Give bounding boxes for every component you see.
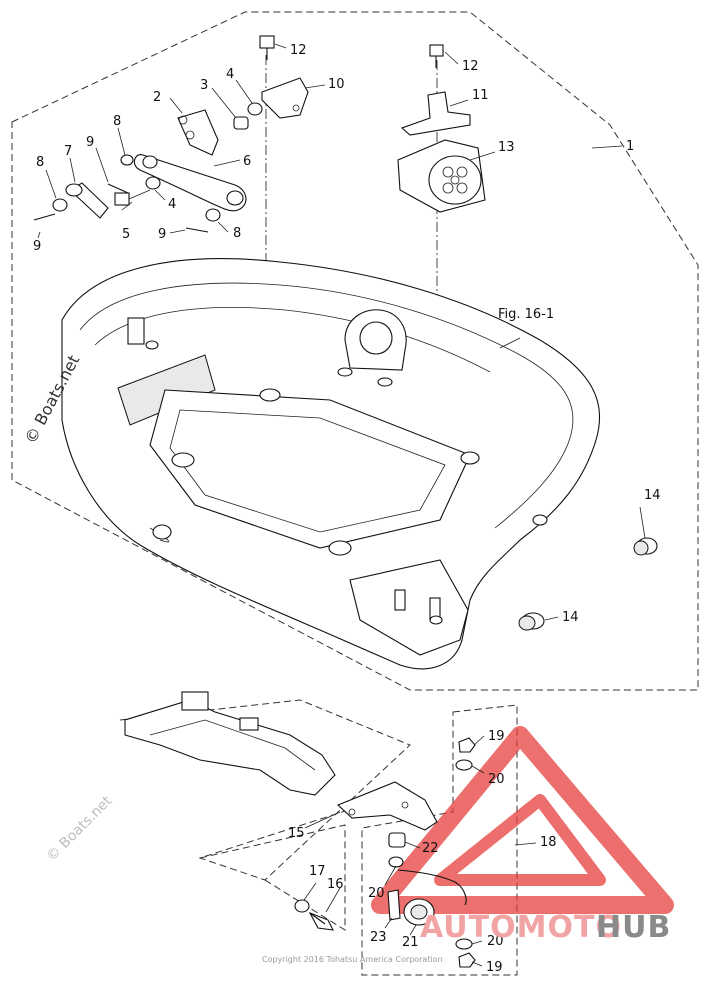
callout-5: 5: [122, 227, 130, 242]
callout-22: 22: [422, 841, 439, 856]
callout-20-upper: 20: [488, 772, 505, 787]
callout-18: 18: [540, 835, 557, 850]
callout-16: 16: [327, 877, 344, 892]
brand-logo-triangle: [371, 726, 674, 914]
brand-text-hub: HUB: [596, 910, 671, 945]
support-frame: [124, 691, 336, 796]
callout-2: 2: [153, 90, 161, 105]
part-13: [397, 139, 486, 213]
link-assembly: [33, 77, 309, 233]
callout-11: 11: [472, 88, 489, 103]
callout-19-upper: 19: [488, 729, 505, 744]
bolt-12-left: [259, 35, 275, 60]
callout-4-mid: 4: [168, 197, 176, 212]
bolt-12-right: [429, 44, 444, 68]
figure-ref-label: Fig. 16-1: [498, 307, 554, 322]
rod-18: [397, 869, 467, 906]
callout-4-top: 4: [226, 67, 234, 82]
washer-20-upper: [455, 759, 473, 771]
callout-14-lower: 14: [562, 610, 579, 625]
callout-7: 7: [64, 144, 72, 159]
bracket-11: [400, 91, 471, 136]
callout-10: 10: [328, 77, 345, 92]
callout-14-upper: 14: [644, 488, 661, 503]
callout-13: 13: [498, 140, 515, 155]
callout-19-lower: 19: [486, 960, 503, 975]
watermark-faint: © Boats.net: [44, 793, 116, 865]
bracket-group-boundary: [119, 699, 411, 881]
assembly-boundary: [11, 11, 699, 691]
callout-15: 15: [288, 826, 305, 841]
callout-12-right: 12: [462, 59, 479, 74]
grommet-14-upper: [633, 537, 658, 556]
callout-8-left: 8: [36, 155, 44, 170]
callout-8-right: 8: [233, 226, 241, 241]
grommet-14-lower: [518, 612, 545, 631]
washer-20-mid: [388, 856, 404, 868]
callout-12-left: 12: [290, 43, 307, 58]
right-group-parts: [387, 737, 476, 968]
leader-lines: [37, 43, 646, 967]
bottom-cowl: [61, 258, 601, 670]
callout-20-lower: 20: [487, 934, 504, 949]
callout-labels: 1 2 3 4 4 5 6 7 8 8 8 9 9 9 10 11 12 12 …: [33, 43, 661, 975]
callout-8-top: 8: [113, 114, 121, 129]
callout-3: 3: [200, 78, 208, 93]
callout-9-bottom: 9: [158, 227, 166, 242]
collar-22: [388, 832, 406, 848]
callout-6: 6: [243, 154, 251, 169]
bolt-16: [308, 911, 334, 931]
callout-9-left: 9: [33, 239, 41, 254]
nut-19-lower: [458, 952, 476, 968]
washer-17: [294, 899, 310, 913]
callout-23: 23: [370, 930, 387, 945]
brand-text-automoto: AUTOMOTO: [420, 910, 622, 945]
bolt-23: [387, 889, 401, 921]
callout-17: 17: [309, 864, 326, 879]
nut-19-upper: [458, 737, 476, 753]
callout-21: 21: [402, 935, 419, 950]
copyright-text: Copyright 2016 Tohatsu America Corporati…: [262, 955, 443, 964]
plate-15: [336, 781, 438, 831]
callout-20-mid: 20: [368, 886, 385, 901]
callout-9-top: 9: [86, 135, 94, 150]
callout-1: 1: [626, 139, 634, 154]
